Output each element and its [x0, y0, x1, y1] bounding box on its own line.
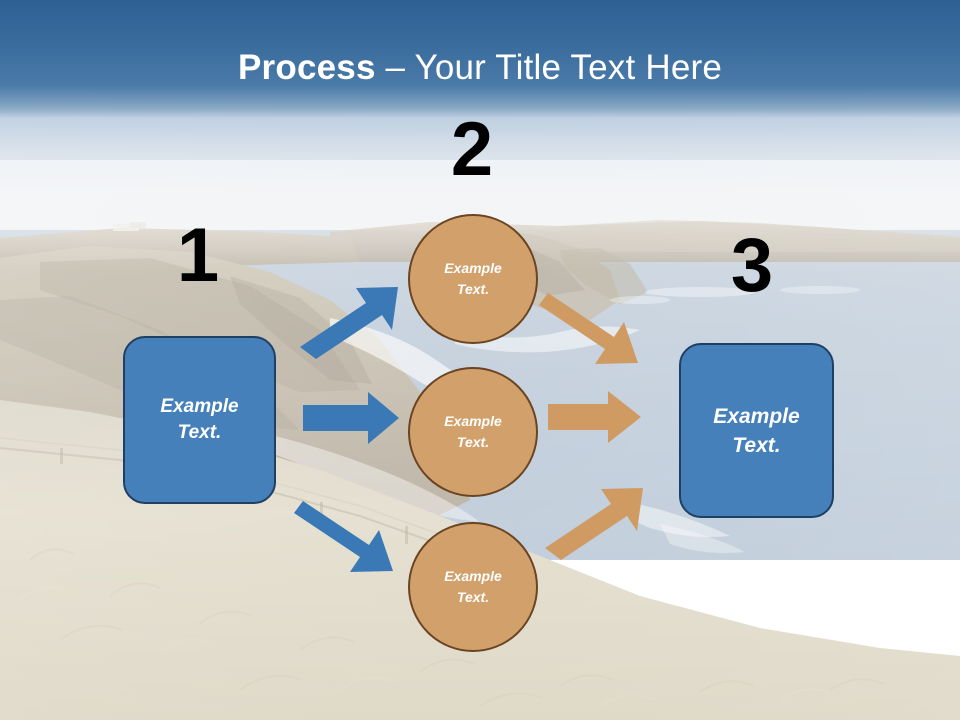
process-circle-middle[interactable]: Example Text. [408, 367, 538, 497]
step-number-1: 1 [176, 213, 220, 298]
process-box-start-line1: Example [160, 396, 239, 417]
step-number-2: 2 [450, 107, 494, 192]
process-circle-top[interactable]: Example Text. [408, 214, 538, 344]
process-circle-bottom-line1: Example [444, 568, 502, 584]
arrow-top-to-end [539, 293, 638, 364]
process-circle-bottom[interactable]: Example Text. [408, 522, 538, 652]
process-box-start[interactable]: Example Text. [123, 336, 276, 504]
process-circle-middle-line2: Text. [456, 434, 490, 450]
process-circle-middle-line1: Example [444, 413, 502, 429]
process-box-end-line1: Example [713, 404, 800, 428]
arrow-start-to-middle [303, 392, 399, 444]
process-circle-top-line1: Example [444, 260, 502, 276]
process-box-end[interactable]: Example Text. [679, 343, 834, 518]
arrow-start-to-top [300, 287, 398, 359]
process-circle-bottom-line2: Text. [456, 589, 490, 605]
arrow-middle-to-end [548, 391, 641, 443]
step-number-3: 3 [730, 223, 774, 308]
process-circle-top-line2: Text. [456, 281, 490, 297]
arrow-start-to-bottom [294, 501, 393, 572]
process-box-start-line2: Text. [177, 422, 222, 443]
process-box-end-line2: Text. [732, 433, 781, 457]
arrow-bottom-to-end [545, 488, 643, 560]
